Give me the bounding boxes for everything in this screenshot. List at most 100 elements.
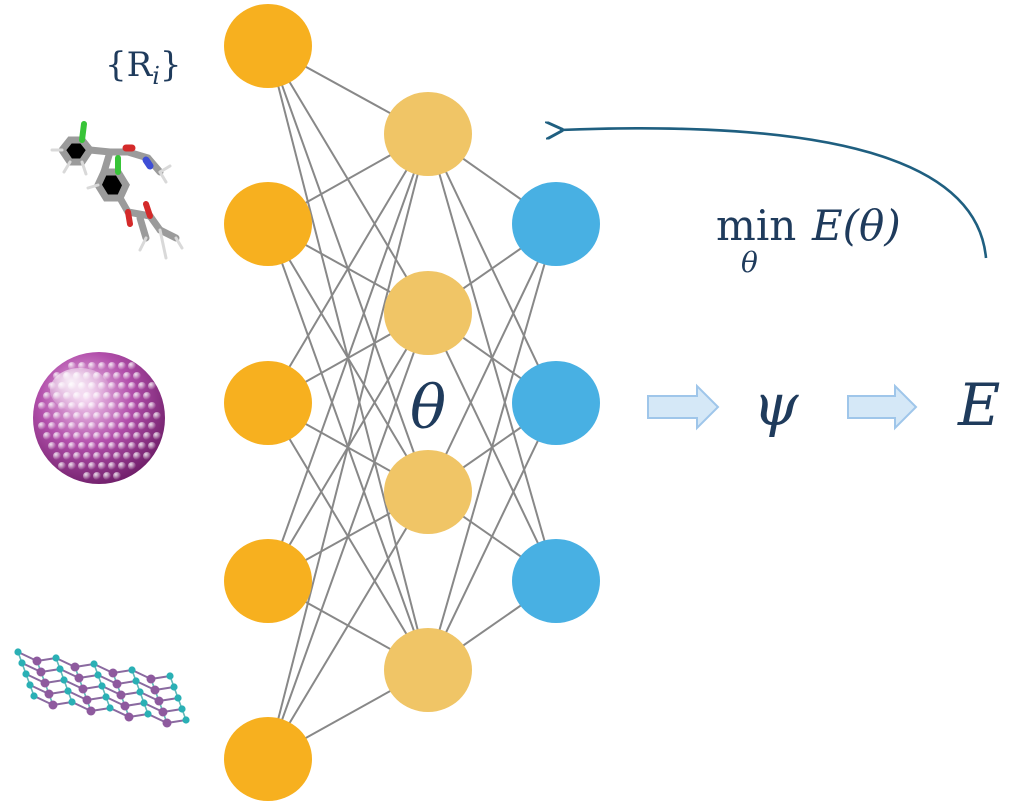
atom-bump bbox=[98, 462, 106, 470]
wavefunction-label: ψ bbox=[753, 371, 799, 439]
atom-bump bbox=[88, 462, 96, 470]
lattice-atom-chalcogen bbox=[132, 677, 140, 685]
input-node-3 bbox=[224, 361, 312, 445]
hidden-node-4 bbox=[384, 628, 472, 712]
atom-bump bbox=[123, 392, 131, 400]
atom-bump bbox=[53, 432, 61, 440]
atom-bump bbox=[68, 362, 76, 370]
atom-bump bbox=[148, 442, 156, 450]
lattice-atom-chalcogen bbox=[174, 694, 182, 702]
hidden-node-2 bbox=[384, 271, 472, 355]
lattice-atom-chalcogen bbox=[68, 698, 76, 706]
atom-bump bbox=[73, 452, 81, 460]
edge-l1-3-0 bbox=[427, 223, 557, 671]
atom-bump bbox=[143, 412, 151, 420]
atom-bump bbox=[43, 412, 51, 420]
lattice-atom-chalcogen bbox=[178, 705, 186, 713]
atom-bump bbox=[118, 422, 126, 430]
atom-bump bbox=[108, 442, 116, 450]
atom-bump bbox=[118, 382, 126, 390]
atom-bump bbox=[43, 432, 51, 440]
atom-bump bbox=[133, 452, 141, 460]
atom-bump bbox=[133, 372, 141, 380]
atom-bump bbox=[123, 452, 131, 460]
parameters-label: θ bbox=[410, 373, 446, 443]
lattice-atom-metal bbox=[162, 718, 172, 728]
atom-bump bbox=[143, 392, 151, 400]
atom-bump bbox=[48, 442, 56, 450]
atom-bump bbox=[73, 412, 81, 420]
edge-l0-2-0 bbox=[267, 133, 429, 404]
lattice-atom-chalcogen bbox=[52, 654, 60, 662]
input-node-2 bbox=[224, 182, 312, 266]
lattice-atom-chalcogen bbox=[128, 666, 136, 674]
edge-l0-4-1 bbox=[267, 312, 429, 760]
atom-bump bbox=[133, 392, 141, 400]
lattice-atom-chalcogen bbox=[56, 665, 64, 673]
atom-bump bbox=[128, 442, 136, 450]
lattice-atom-metal bbox=[154, 696, 164, 706]
atom-bump bbox=[63, 412, 71, 420]
edge-l0-3-0 bbox=[267, 133, 429, 582]
lattice-atom-metal bbox=[32, 656, 42, 666]
hidden-node-1 bbox=[384, 92, 472, 176]
atom-bump bbox=[128, 382, 136, 390]
atom-bump bbox=[93, 452, 101, 460]
lattice-atom-chalcogen bbox=[140, 699, 148, 707]
atom-bump bbox=[113, 452, 121, 460]
atom-bump bbox=[78, 442, 86, 450]
output-node-2 bbox=[512, 361, 600, 445]
atom-bump bbox=[103, 432, 111, 440]
atom-bump bbox=[113, 432, 121, 440]
lattice-atom-chalcogen bbox=[106, 704, 114, 712]
atom-bump bbox=[123, 432, 131, 440]
atom-bump bbox=[128, 422, 136, 430]
atom-bump bbox=[128, 402, 136, 410]
lattice-atom-metal bbox=[36, 667, 46, 677]
atom-bump bbox=[118, 362, 126, 370]
lattice-atom-chalcogen bbox=[14, 648, 22, 656]
atom-bump bbox=[73, 432, 81, 440]
atom-bump bbox=[98, 362, 106, 370]
atom-bump bbox=[113, 472, 121, 480]
atom-bump bbox=[93, 472, 101, 480]
objective-min: min bbox=[716, 201, 796, 250]
lattice-atom-metal bbox=[48, 700, 58, 710]
lattice-atom-chalcogen bbox=[170, 683, 178, 691]
atom-bump bbox=[138, 382, 146, 390]
lattice-atom-chalcogen bbox=[94, 671, 102, 679]
lattice-atom-metal bbox=[112, 679, 122, 689]
inputs-label-subscript: i bbox=[152, 62, 160, 90]
lattice-atom-metal bbox=[74, 673, 84, 683]
lattice-atom-chalcogen bbox=[30, 692, 38, 700]
crystal-lattice-icon bbox=[14, 648, 190, 728]
output-node-3 bbox=[512, 539, 600, 623]
input-node-1 bbox=[224, 4, 312, 88]
atom-bump bbox=[68, 422, 76, 430]
atom-bump bbox=[53, 452, 61, 460]
atom-bump bbox=[98, 442, 106, 450]
lattice-atom-chalcogen bbox=[182, 716, 190, 724]
atom-bump bbox=[78, 422, 86, 430]
atom-bump bbox=[38, 422, 46, 430]
atom-bump bbox=[93, 432, 101, 440]
lattice-atom-chalcogen bbox=[60, 676, 68, 684]
atom-bump bbox=[113, 392, 121, 400]
atom-bump bbox=[38, 402, 46, 410]
nanoparticle-icon bbox=[33, 352, 165, 484]
atom-bump bbox=[83, 412, 91, 420]
objective-label: min θ E(θ) bbox=[716, 201, 901, 279]
lattice-atom-metal bbox=[70, 662, 80, 672]
lattice-atom-chalcogen bbox=[22, 670, 30, 678]
atom-bump bbox=[103, 472, 111, 480]
atom-bump bbox=[63, 452, 71, 460]
atom-bump bbox=[103, 412, 111, 420]
molecule-icon bbox=[50, 121, 184, 260]
input-node-5 bbox=[224, 717, 312, 801]
atom-bump bbox=[118, 442, 126, 450]
lattice-atom-metal bbox=[146, 674, 156, 684]
lattice-atom-chalcogen bbox=[26, 681, 34, 689]
atom-bump bbox=[48, 422, 56, 430]
atom-bump bbox=[128, 362, 136, 370]
